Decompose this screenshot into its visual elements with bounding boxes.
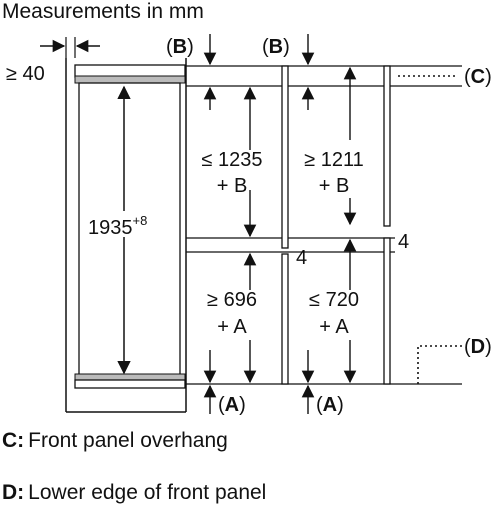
marker-a-left: (A) <box>218 394 246 416</box>
legend-key: D: <box>2 481 25 504</box>
legend-item-d: D:Lower edge of front panel <box>2 481 266 505</box>
marker-d: (D) <box>464 336 492 358</box>
legend-item-c: C:Front panel overhang <box>2 429 228 453</box>
marker-c: (C) <box>464 66 492 88</box>
lower-right-addend: + A <box>319 316 349 338</box>
upper-right-dimension: ≥ 1211 <box>304 149 364 171</box>
marker-b-right: (B) <box>262 36 290 58</box>
installation-diagram: ≥ 40 1935+8 <box>6 34 492 416</box>
lower-right-dimension: ≤ 720 <box>309 289 359 311</box>
upper-left-dimension: ≤ 1235 <box>201 149 262 171</box>
total-height-value: 1935 <box>88 217 133 239</box>
legend-key: C: <box>2 429 25 452</box>
right-column-arrows <box>301 34 357 414</box>
legend-text: Lower edge of front panel <box>28 481 267 504</box>
left-column-arrows <box>203 34 257 414</box>
lower-edge-leader <box>417 345 462 384</box>
upper-left-addend: + B <box>217 175 248 197</box>
door-panels <box>281 65 391 385</box>
lower-left-dimension: ≥ 696 <box>207 289 257 311</box>
min-gap-dimension <box>40 37 100 58</box>
legend-text: Front panel overhang <box>28 429 228 452</box>
marker-b-left: (B) <box>166 36 194 58</box>
appliance-cabinet <box>65 58 187 413</box>
total-height-tolerance: +8 <box>133 213 148 228</box>
diagram-title: Measurements in mm <box>2 0 204 23</box>
lower-left-addend: + A <box>217 316 247 338</box>
gap-right-label: 4 <box>398 231 409 253</box>
gap-left-label: 4 <box>296 247 307 269</box>
total-height-label: 1935+8 <box>88 213 147 239</box>
marker-a-right: (A) <box>316 394 344 416</box>
upper-right-addend: + B <box>319 175 350 197</box>
min-gap-label: ≥ 40 <box>6 63 45 85</box>
reference-lines <box>186 65 462 385</box>
